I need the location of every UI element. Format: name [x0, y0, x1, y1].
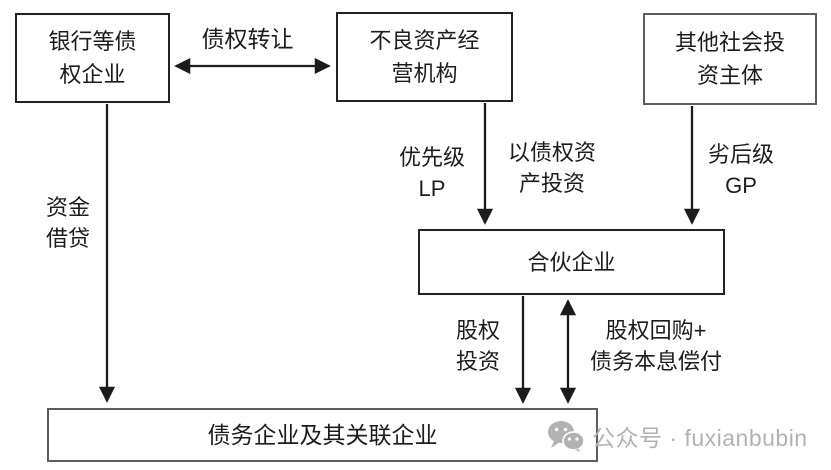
label-capital-lending: 资金 借贷 — [45, 195, 90, 251]
label-junior-gp: 劣后级 GP — [707, 142, 774, 198]
box-creditor-enterprises: 银行等债 权企业 — [15, 13, 170, 103]
label-debt-transfer: 债权转让 — [201, 26, 294, 52]
label-equity-repurchase-debt-repayment: 股权回购+ 债务本息偿付 — [589, 318, 722, 374]
label-equity-investment: 股权 投资 — [455, 318, 500, 374]
box-investor-label: 其他社会投 资主体 — [674, 30, 785, 88]
box-partnership-label: 合伙企业 — [527, 249, 616, 275]
label-senior-lp: 优先级 LP — [398, 145, 465, 201]
box-npa-institution: 不良资产经 营机构 — [336, 12, 513, 102]
label-debt-asset-investment: 以债权资 产投资 — [507, 140, 596, 196]
box-npa-label: 不良资产经 营机构 — [369, 28, 480, 86]
watermark-text: 公众号 · fuxianbubin — [592, 425, 808, 451]
watermark: 公众号 · fuxianbubin — [547, 419, 808, 453]
box-other-investors: 其他社会投 资主体 — [643, 13, 817, 105]
box-debtor-label: 债务企业及其关联企业 — [207, 421, 438, 448]
box-creditor-label: 银行等债 权企业 — [48, 29, 137, 87]
wechat-icon — [548, 421, 585, 452]
box-partnership: 合伙企业 — [418, 229, 725, 295]
box-debtor-enterprises: 债务企业及其关联企业 — [47, 408, 598, 462]
